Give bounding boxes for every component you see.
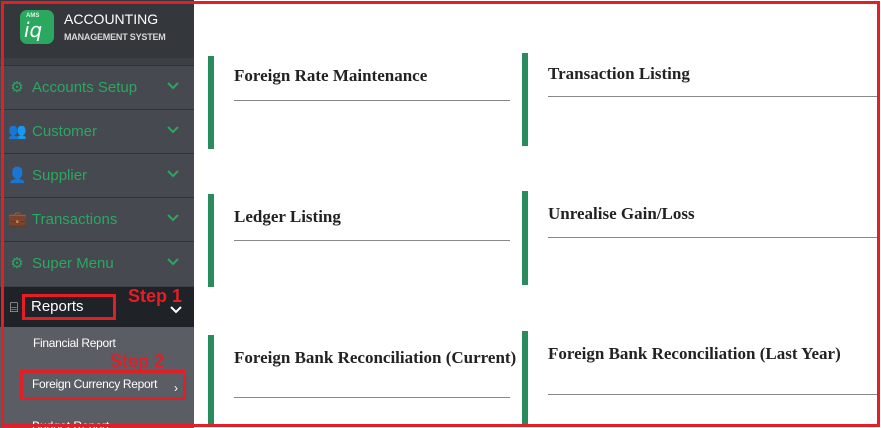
sidebar-item-label: Supplier: [32, 167, 88, 184]
logo-small-text: AMS: [26, 13, 40, 19]
submenu-item-foreign-currency-report[interactable]: Foreign Currency Report: [32, 377, 158, 391]
step2-highlight-box: [20, 370, 186, 400]
card-title: Foreign Bank Reconciliation (Last Year): [548, 344, 841, 363]
chevron-right-icon: ›: [174, 381, 178, 395]
gear-icon: ⚙: [10, 255, 24, 272]
card-divider: [234, 100, 510, 101]
sidebar: AMS iq ACCOUNTING MANAGEMENT SYSTEM ⚙ Ac…: [0, 0, 194, 428]
card-divider: [548, 394, 877, 395]
user-icon: 👤: [8, 167, 27, 184]
submenu-item-financial-report[interactable]: Financial Report: [33, 336, 116, 350]
sidebar-item-accounts-setup[interactable]: ⚙ Accounts Setup: [0, 65, 194, 110]
card-transaction-listing[interactable]: Transaction Listing: [522, 53, 877, 146]
chevron-down-icon: [170, 302, 182, 314]
app-title: ACCOUNTING: [64, 11, 159, 27]
card-title: Transaction Listing: [548, 64, 690, 83]
sidebar-item-label: Accounts Setup: [32, 79, 138, 96]
chevron-down-icon: [167, 213, 179, 223]
sidebar-item-label: Super Menu: [32, 255, 114, 272]
briefcase-icon: 💼: [8, 211, 27, 228]
card-accent-bar: [208, 56, 214, 149]
chevron-down-icon: [167, 169, 179, 179]
card-divider: [234, 397, 510, 398]
brand-header[interactable]: AMS iq ACCOUNTING MANAGEMENT SYSTEM: [0, 0, 194, 58]
step2-annotation: Step 2: [110, 351, 165, 371]
card-divider: [548, 96, 877, 97]
card-foreign-rate-maintenance[interactable]: Foreign Rate Maintenance: [208, 56, 518, 149]
users-icon: 👥: [8, 123, 27, 140]
card-accent-bar: [522, 191, 528, 285]
card-title: Foreign Rate Maintenance: [234, 66, 428, 85]
sidebar-item-reports[interactable]: ⌸ Reports: [0, 287, 194, 327]
card-divider: [548, 237, 877, 238]
card-foreign-bank-reconciliation-last-year[interactable]: Foreign Bank Reconciliation (Last Year): [522, 331, 877, 425]
chevron-down-icon: [167, 81, 179, 91]
app-logo: AMS iq: [20, 10, 54, 44]
card-title: Unrealise Gain/Loss: [548, 204, 695, 223]
submenu-item-budget-report[interactable]: Budget Report: [32, 419, 110, 428]
sidebar-item-customer[interactable]: 👥 Customer: [0, 109, 194, 154]
card-ledger-listing[interactable]: Ledger Listing: [208, 194, 518, 287]
card-title: Foreign Bank Reconciliation (Current): [234, 348, 517, 367]
card-accent-bar: [522, 53, 528, 146]
step1-highlight-box: [22, 294, 116, 320]
card-accent-bar: [522, 331, 528, 425]
step1-annotation: Step 1: [128, 286, 183, 306]
card-accent-bar: [208, 335, 214, 425]
sidebar-item-supplier[interactable]: 👤 Supplier: [0, 153, 194, 198]
presentation-icon: ⌸: [9, 299, 19, 315]
chevron-down-icon: [167, 125, 179, 135]
sidebar-item-transactions[interactable]: 💼 Transactions: [0, 197, 194, 242]
sidebar-item-label: Transactions: [32, 211, 118, 228]
logo-main-text: iq: [24, 18, 43, 42]
card-foreign-bank-reconciliation-current[interactable]: Foreign Bank Reconciliation (Current): [208, 335, 518, 425]
card-unrealise-gain-loss[interactable]: Unrealise Gain/Loss: [522, 191, 877, 285]
card-divider: [234, 240, 510, 241]
sidebar-item-super-menu[interactable]: ⚙ Super Menu: [0, 241, 194, 286]
app-subtitle: MANAGEMENT SYSTEM: [64, 32, 166, 42]
card-title: Ledger Listing: [234, 207, 341, 226]
gear-pair-icon: ⚙: [10, 79, 24, 96]
chevron-down-icon: [167, 257, 179, 267]
reports-submenu: Financial Report Foreign Currency Report…: [0, 327, 194, 428]
sidebar-item-label: Reports: [31, 298, 84, 315]
sidebar-item-label: Customer: [32, 123, 98, 140]
card-accent-bar: [208, 194, 214, 287]
